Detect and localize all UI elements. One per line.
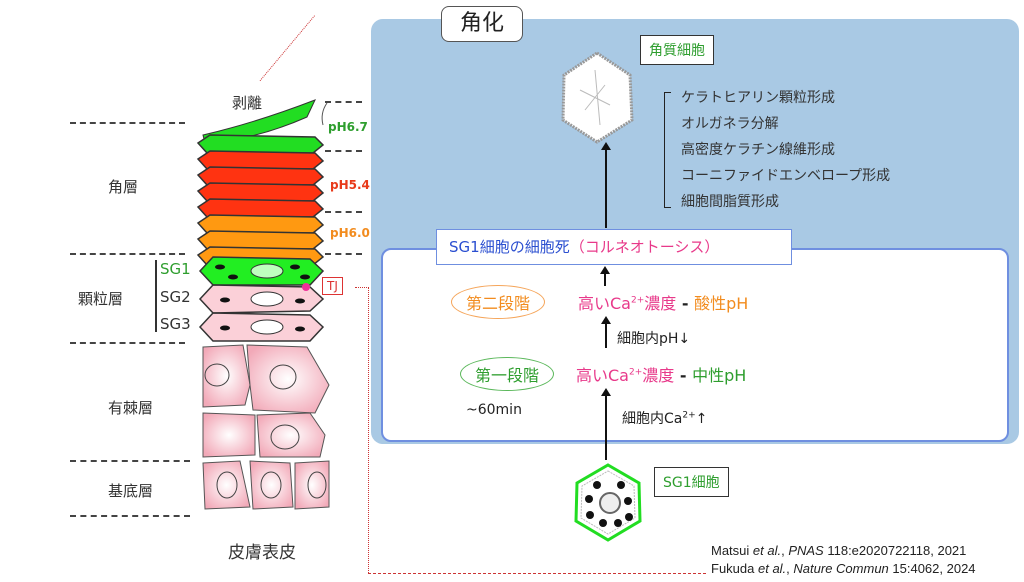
sg-bracket bbox=[155, 260, 157, 332]
process-item: コーニファイドエンベロープ形成 bbox=[681, 168, 891, 184]
ph-label-middle: pH5.4 bbox=[330, 178, 370, 192]
corneum-cell bbox=[196, 134, 325, 154]
corneum-cell bbox=[196, 150, 325, 170]
process-item: 細胞間脂質形成 bbox=[681, 194, 779, 210]
layer-divider bbox=[70, 122, 185, 124]
process-item: オルガネラ分解 bbox=[681, 116, 779, 132]
cornoptosis-prefix: SG1細胞の細胞死 bbox=[449, 238, 570, 256]
stage1-badge: 第一段階 bbox=[460, 357, 555, 391]
process-list: ケラトヒアリン顆粒形成 オルガネラ分解 高密度ケラチン線維形成 コーニファイドエ… bbox=[681, 85, 890, 215]
cornoptosis-suffix: （コルネオトーシス） bbox=[569, 238, 720, 256]
peel-label: 剥離 bbox=[232, 94, 263, 112]
corneum-cell bbox=[196, 166, 325, 186]
corneum-cell bbox=[196, 214, 325, 234]
tj-marker bbox=[302, 283, 310, 291]
reference-2: Fukuda et al., Nature Commun 15:4062, 20… bbox=[711, 561, 976, 576]
sg1-cell-icon bbox=[574, 463, 642, 542]
corneum-cell bbox=[196, 230, 325, 250]
panel-title: 角化 bbox=[441, 6, 523, 42]
stages-panel bbox=[381, 248, 1009, 442]
ph-label-surface: pH6.7 bbox=[328, 120, 368, 134]
process-item: 高密度ケラチン線維形成 bbox=[681, 142, 835, 158]
ph-label-lower: pH6.0 bbox=[330, 226, 370, 240]
stratum-basale-label: 基底層 bbox=[108, 482, 154, 500]
epidermis-illustration bbox=[196, 99, 330, 510]
cornoptosis-box: SG1細胞の細胞死（コルネオトーシス） bbox=[436, 229, 792, 265]
corneocyte-label: 角質細胞 bbox=[640, 35, 714, 65]
up-arrow bbox=[600, 266, 610, 286]
stratum-spinosum-label: 有棘層 bbox=[108, 399, 154, 417]
stage1-description: 高いCa2+濃度 - 中性pH bbox=[576, 366, 747, 385]
sg1-cell-label: SG1細胞 bbox=[654, 467, 729, 497]
corneocyte-icon bbox=[561, 51, 634, 144]
stage2-description: 高いCa2+濃度 - 酸性pH bbox=[578, 294, 749, 313]
ph-divider bbox=[325, 150, 362, 152]
stratum-corneum-label: 角層 bbox=[108, 178, 139, 196]
process-item: ケラトヒアリン顆粒形成 bbox=[681, 90, 835, 106]
corneum-cell bbox=[196, 198, 325, 218]
layer-divider bbox=[70, 253, 185, 255]
epidermis-caption: 皮膚表皮 bbox=[228, 543, 296, 563]
stage2-badge: 第二段階 bbox=[451, 285, 546, 319]
ph-divider bbox=[325, 211, 362, 213]
layer-divider bbox=[70, 460, 190, 462]
zoom-connector-top bbox=[259, 15, 316, 82]
zoom-connector bbox=[368, 573, 706, 574]
up-arrow bbox=[601, 316, 611, 348]
peel-arrow bbox=[321, 102, 328, 126]
sg1-label: SG1 bbox=[160, 260, 191, 278]
up-arrow bbox=[601, 388, 611, 460]
zoom-connector bbox=[368, 287, 369, 573]
up-arrow bbox=[601, 142, 611, 228]
ph-divider bbox=[325, 253, 362, 255]
process-bracket bbox=[664, 92, 671, 208]
tj-label: TJ bbox=[322, 277, 343, 295]
sg3-label: SG3 bbox=[160, 315, 191, 333]
ph-decrease-label: 細胞内pH↓ bbox=[617, 331, 691, 347]
layer-divider bbox=[70, 515, 190, 517]
stratum-granulosum-label: 顆粒層 bbox=[78, 290, 124, 308]
sg2-label: SG2 bbox=[160, 288, 191, 306]
corneum-cell bbox=[196, 182, 325, 202]
zoom-connector bbox=[355, 287, 367, 288]
layer-divider bbox=[70, 342, 185, 344]
duration-label: ~60min bbox=[466, 402, 522, 418]
ph-divider bbox=[325, 101, 362, 103]
reference-1: Matsui et al., PNAS 118:e2020722118, 202… bbox=[711, 543, 967, 558]
ca-increase-label: 細胞内Ca2+↑ bbox=[622, 410, 708, 427]
